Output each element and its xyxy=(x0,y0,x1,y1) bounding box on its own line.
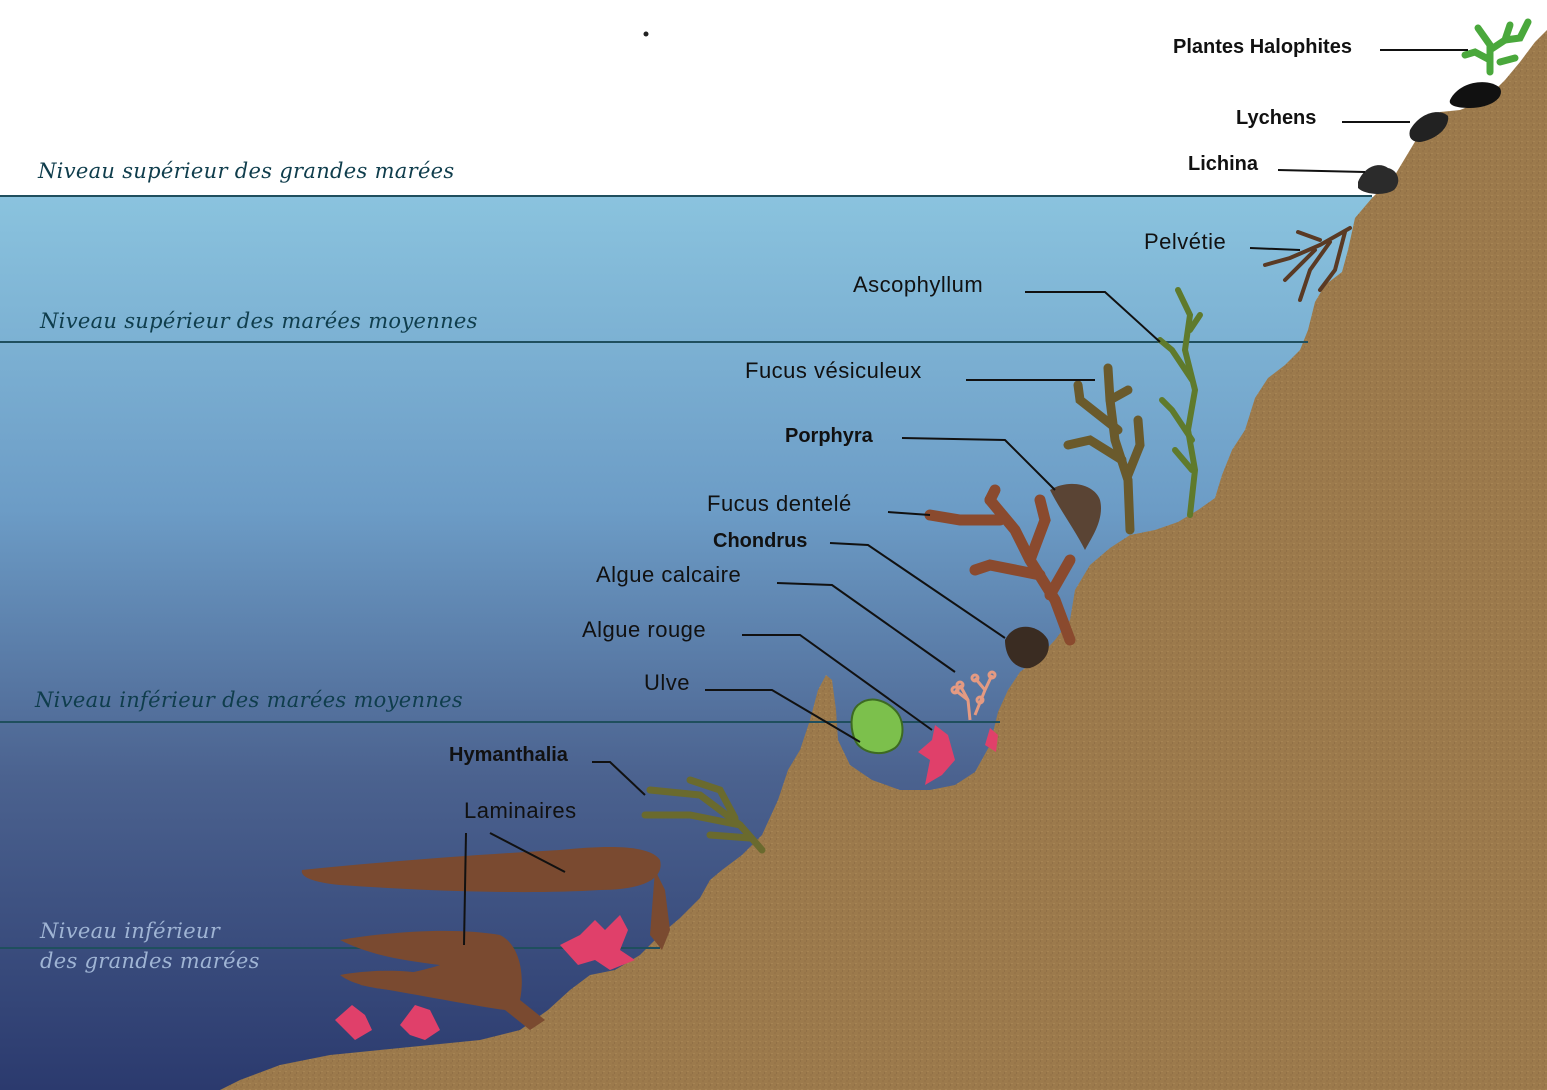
algue-rouge-seaweed xyxy=(918,725,998,785)
leader-laminaires-b xyxy=(463,832,467,946)
sky-dot xyxy=(643,31,649,37)
label-pelvetie: Pelvétie xyxy=(1144,229,1227,254)
label-algue-calcaire: Algue calcaire xyxy=(596,562,742,587)
label-spring-low-line2: des grandes marées xyxy=(40,949,260,973)
leader-algue-rouge xyxy=(742,634,933,731)
leader-hymanthalia xyxy=(592,761,646,796)
fucus-vesiculeux-seaweed xyxy=(1063,363,1145,535)
leader-lines xyxy=(463,49,1468,946)
leader-laminaires-a xyxy=(489,832,566,873)
lychens-spot xyxy=(1409,112,1449,142)
leader-porphyra xyxy=(901,437,1056,491)
label-ascophyllum: Ascophyllum xyxy=(853,272,984,297)
algue-calcaire-seaweed xyxy=(950,670,997,721)
leader-chondrus xyxy=(829,542,1006,639)
ulve-seaweed xyxy=(850,698,904,755)
halophyte-plant xyxy=(1461,18,1532,76)
label-chondrus: Chondrus xyxy=(713,530,808,552)
label-spring-low-line1: Niveau inférieur xyxy=(40,919,221,943)
label-ulve: Ulve xyxy=(644,670,691,695)
leader-algue-calcaire xyxy=(776,582,956,673)
leader-lichina xyxy=(1277,169,1366,173)
pelvetie-seaweed xyxy=(1263,226,1352,302)
chondrus-seaweed xyxy=(1005,626,1049,669)
label-neap-high: Niveau supérieur des marées moyennes xyxy=(40,309,478,333)
leader-ascophyllum xyxy=(1025,291,1161,343)
label-laminaires: Laminaires xyxy=(464,798,577,823)
lichina-tuft xyxy=(1358,165,1399,194)
label-lychens: Lychens xyxy=(1236,107,1317,129)
hymanthalia-seaweed xyxy=(641,776,766,854)
laminaires-kelp xyxy=(301,847,670,1030)
leader-ulve xyxy=(705,689,861,743)
label-porphyra: Porphyra xyxy=(785,425,873,447)
rocky-shore xyxy=(220,30,1547,1090)
fucus-dentele-seaweed xyxy=(924,484,1076,646)
label-spring-high: Niveau supérieur des grandes marées xyxy=(38,159,455,183)
label-plantes-halophites: Plantes Halophites xyxy=(1173,36,1352,58)
sky xyxy=(0,0,1547,197)
label-fucus-vesiculeux: Fucus vésiculeux xyxy=(745,358,922,383)
label-fucus-dentele: Fucus dentelé xyxy=(707,491,852,516)
bottom-red-algae xyxy=(335,915,635,1040)
porphyra-seaweed xyxy=(1050,483,1102,550)
label-algue-rouge: Algue rouge xyxy=(582,617,707,642)
lychens-patch xyxy=(1449,82,1501,108)
leader-fucus-dentele xyxy=(887,511,931,516)
label-lichina: Lichina xyxy=(1188,153,1259,175)
leader-pelvetie xyxy=(1249,247,1301,251)
label-neap-low: Niveau inférieur des marées moyennes xyxy=(35,688,463,712)
label-hymanthalia: Hymanthalia xyxy=(449,744,568,766)
ascophyllum-seaweed xyxy=(1157,287,1203,518)
